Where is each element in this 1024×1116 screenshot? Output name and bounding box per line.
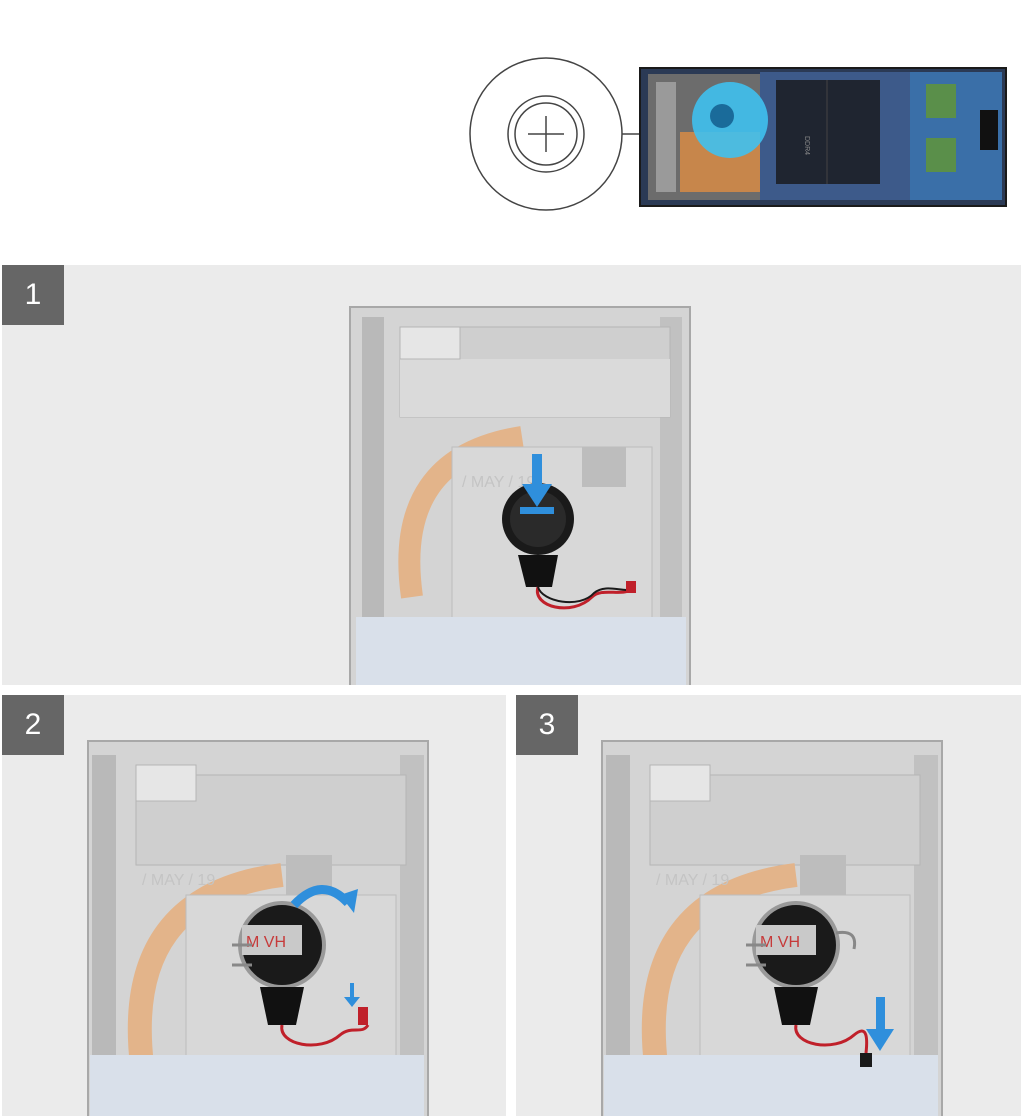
step-2-badge: 2 xyxy=(2,695,64,755)
overview-figure: DDR4 xyxy=(460,50,1024,220)
date-stamp: / MAY / 19 xyxy=(656,872,729,889)
svg-text:M VH: M VH xyxy=(246,934,286,951)
step-1-device: / MAY / 19 xyxy=(342,297,702,685)
date-stamp: / MAY / 19 xyxy=(142,872,215,889)
memory-label-left: DDR4 xyxy=(803,136,810,155)
svg-text:M VH: M VH xyxy=(760,934,800,951)
step-1-panel: 1 / MAY / 19 xyxy=(2,265,1021,685)
step-1-badge: 1 xyxy=(2,265,64,325)
step-2-device: / MAY / 19 M VH xyxy=(82,735,442,1116)
step-3-badge: 3 xyxy=(516,695,578,755)
svg-text:DDR4: DDR4 xyxy=(803,136,810,155)
step-3-device: / MAY / 19 M VH xyxy=(596,735,956,1116)
system-board xyxy=(640,68,1006,206)
step-2-panel: 2 / MAY / 19 M VH xyxy=(2,695,506,1116)
step-3-panel: 3 / MAY / 19 M VH xyxy=(516,695,1021,1116)
